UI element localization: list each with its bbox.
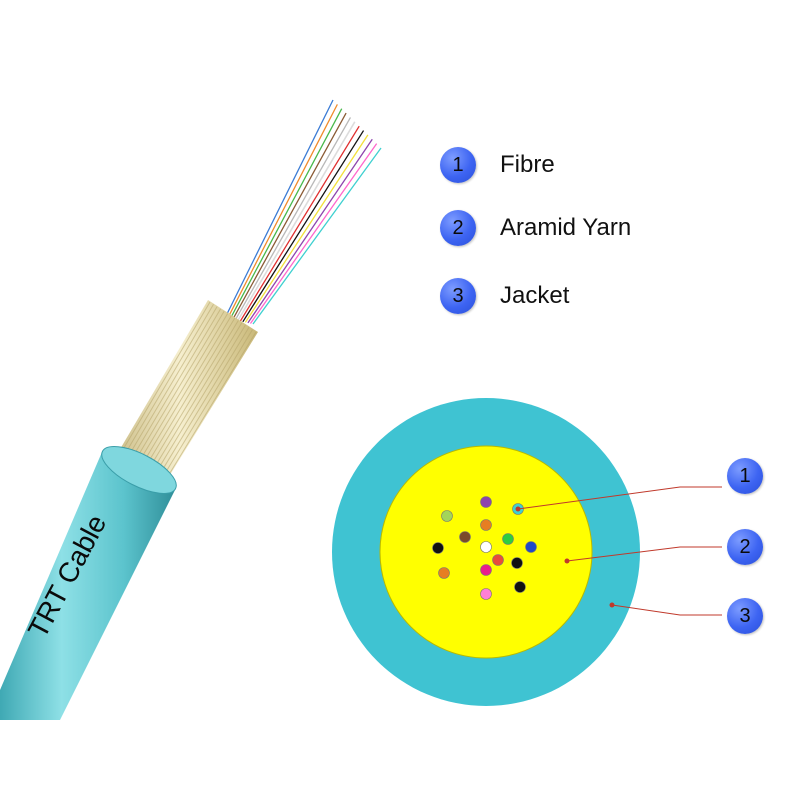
fibre-dot bbox=[480, 496, 492, 508]
fibre-strand bbox=[224, 99, 334, 319]
fibre-dot bbox=[480, 519, 492, 531]
leader-dot-yarn bbox=[564, 558, 570, 564]
leader-line-jacket bbox=[611, 604, 722, 616]
callout-badge-3: 3 bbox=[727, 598, 763, 634]
leader-line-fibre bbox=[517, 486, 722, 510]
legend-label-jacket: Jacket bbox=[500, 282, 570, 309]
fibre-strand bbox=[244, 134, 369, 323]
yarn-streak bbox=[134, 313, 229, 470]
legend-label-aramid-yarn: Aramid Yarn bbox=[500, 214, 632, 241]
fibre-dot bbox=[514, 581, 526, 593]
legend-badge-2: 2 bbox=[440, 210, 476, 246]
yarn-streak bbox=[144, 320, 239, 476]
yarn-streak bbox=[127, 308, 222, 465]
fibre-strand bbox=[252, 147, 382, 325]
fibre-strand bbox=[247, 138, 373, 324]
leader-dot-fibre bbox=[515, 506, 521, 512]
fibre-dot bbox=[492, 554, 504, 566]
yarn-streak bbox=[137, 315, 232, 472]
yarn-streak bbox=[117, 301, 211, 459]
yarn-streak bbox=[161, 331, 257, 487]
cable-jacket: TRT Cable bbox=[0, 446, 177, 720]
callout-badge-1: 1 bbox=[727, 458, 763, 494]
fibre-strand bbox=[239, 125, 360, 322]
yarn-streak bbox=[120, 304, 214, 461]
fibre-strand bbox=[232, 112, 347, 320]
yarn-streak bbox=[131, 310, 225, 467]
fibre-strand bbox=[226, 104, 338, 319]
fibre-dot bbox=[502, 533, 514, 545]
yarn-streak bbox=[151, 324, 246, 480]
legend-item-jacket: 3 Jacket bbox=[440, 276, 569, 316]
fibre-dot bbox=[432, 542, 444, 554]
fibre-dot bbox=[441, 510, 453, 522]
fibre-strand bbox=[237, 121, 356, 322]
fibre-dot bbox=[459, 531, 471, 543]
legend-badge-3: 3 bbox=[440, 278, 476, 314]
legend-item-fibre: 1 Fibre bbox=[440, 145, 555, 185]
cross-section bbox=[332, 398, 722, 706]
yarn-streak bbox=[124, 306, 218, 463]
callout-badge-2: 2 bbox=[727, 529, 763, 565]
fibre-dot bbox=[480, 588, 492, 600]
fibre-strand bbox=[229, 108, 343, 320]
leader-dot-jacket bbox=[609, 602, 615, 608]
yarn-streak bbox=[158, 329, 253, 485]
legend-badge-1: 1 bbox=[440, 147, 476, 183]
aramid-yarn-bundle bbox=[116, 300, 258, 488]
leader-line-yarn bbox=[566, 546, 722, 562]
yarn-streak bbox=[154, 327, 250, 482]
legend-label-fibre: Fibre bbox=[500, 151, 555, 178]
leader-lines bbox=[517, 486, 722, 616]
fibre-strand bbox=[234, 117, 352, 321]
yarn-streak bbox=[141, 317, 236, 474]
fibre-strands bbox=[224, 99, 382, 325]
yarn-streak bbox=[148, 322, 243, 478]
fibre-strand bbox=[242, 130, 365, 323]
fibre-dot bbox=[480, 541, 492, 553]
fibre-dot bbox=[438, 567, 450, 579]
fibre-dot bbox=[525, 541, 537, 553]
fibre-dot bbox=[480, 564, 492, 576]
fibre-strand bbox=[249, 143, 378, 324]
fibre-dot bbox=[511, 557, 523, 569]
legend-item-aramid-yarn: 2 Aramid Yarn bbox=[440, 208, 631, 248]
